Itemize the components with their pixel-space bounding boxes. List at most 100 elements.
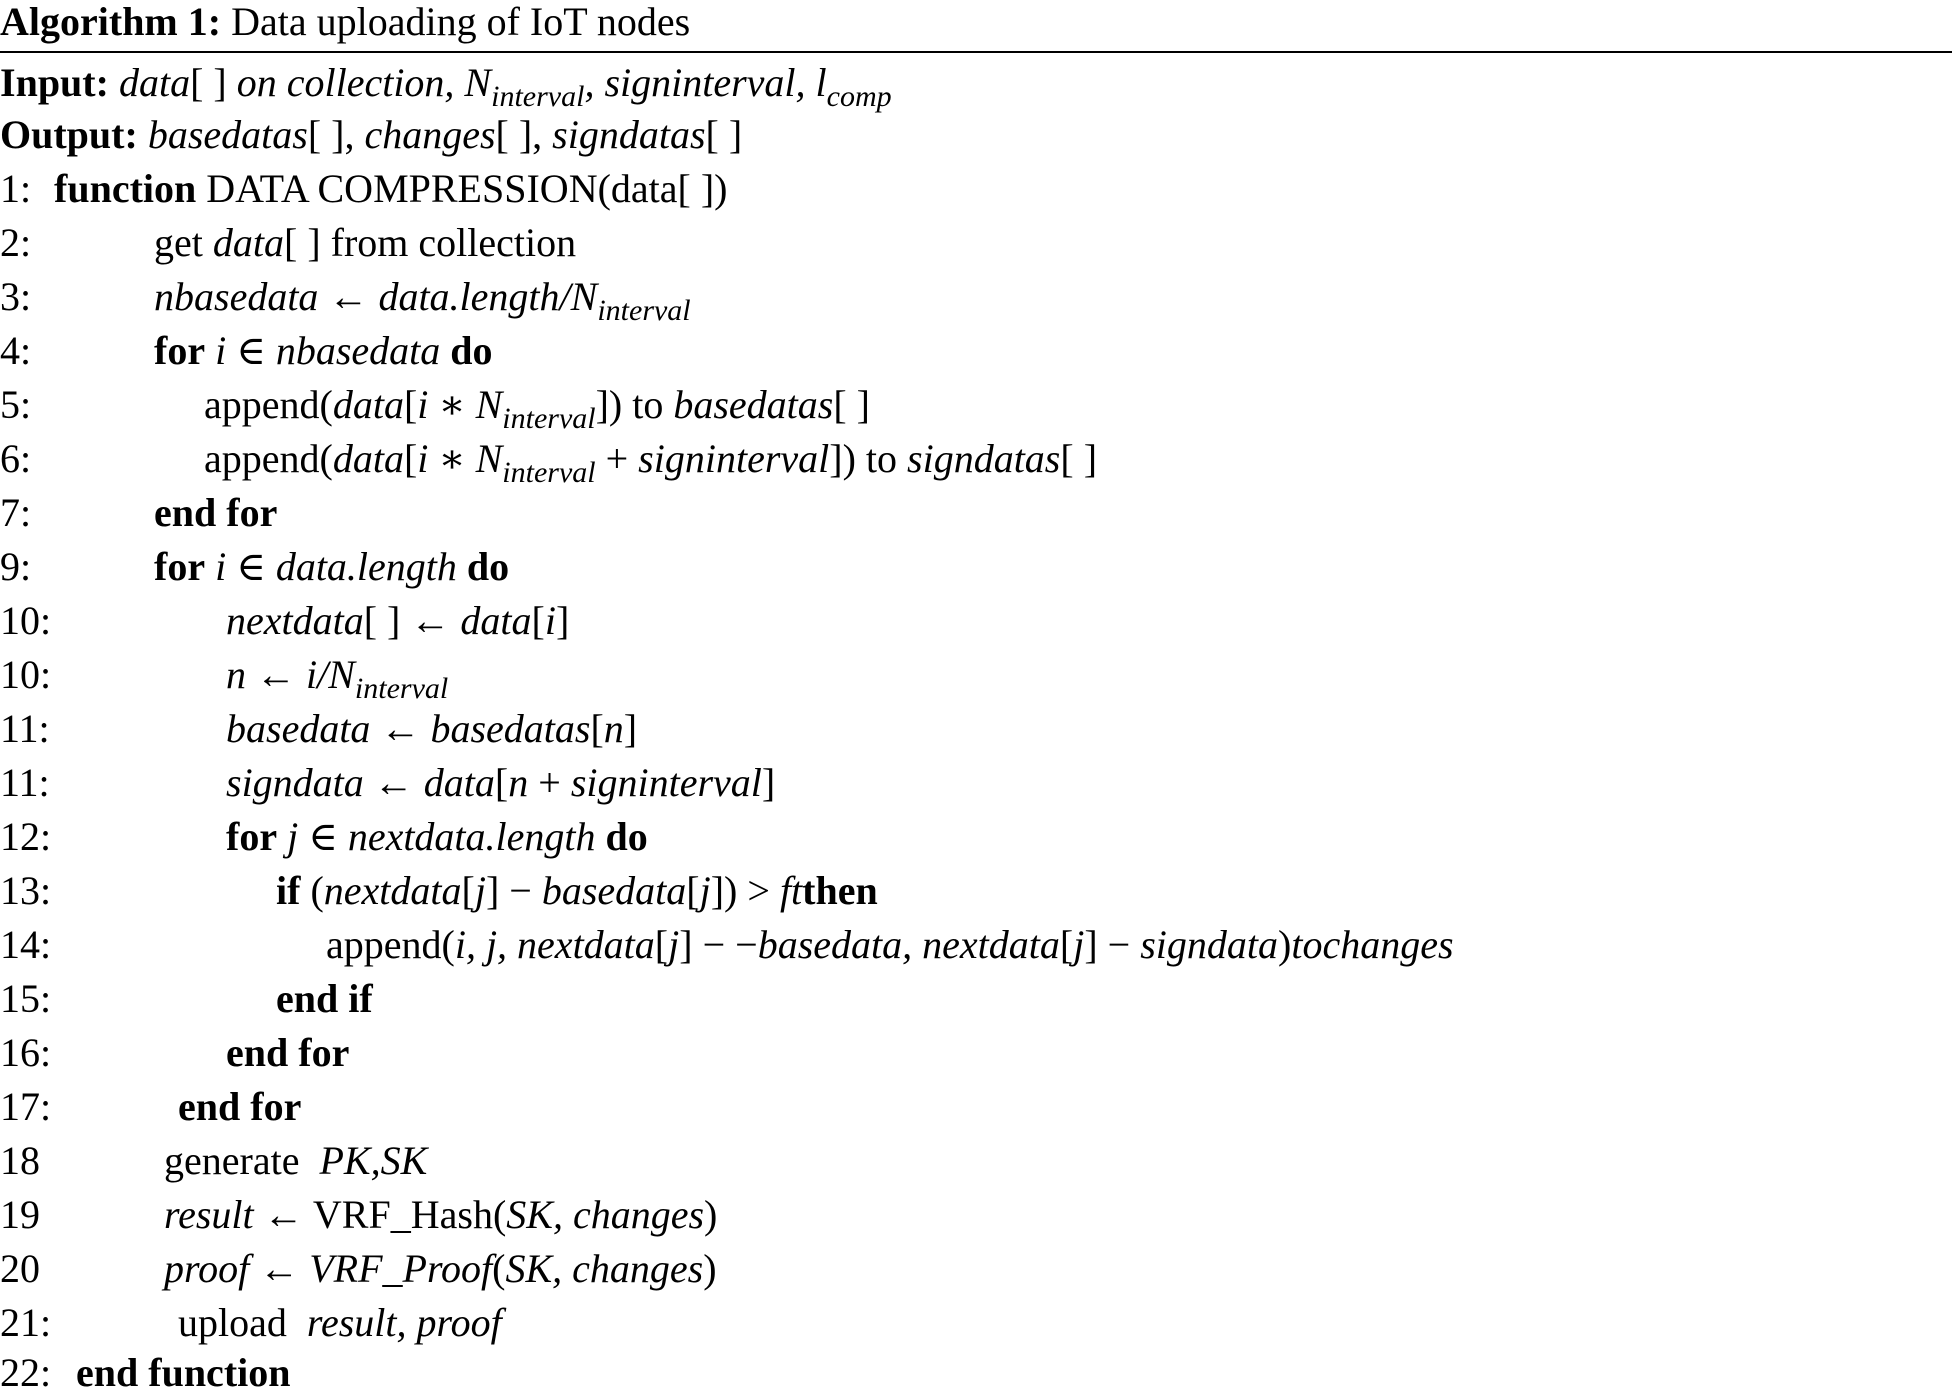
code-op: − bbox=[499, 868, 542, 913]
code-var: i/N bbox=[306, 652, 355, 697]
output-var-basedatas: basedatas bbox=[147, 112, 308, 157]
code-text: ] bbox=[485, 868, 500, 913]
code-var: j bbox=[668, 922, 680, 967]
input-var-n: on collection, N bbox=[236, 60, 492, 105]
code-text: [ bbox=[403, 436, 418, 481]
code-sub: interval bbox=[502, 456, 596, 489]
code-var: data bbox=[423, 760, 495, 805]
code-text: append( bbox=[326, 922, 455, 967]
code-text: [ bbox=[531, 598, 545, 643]
code-var: data bbox=[460, 598, 532, 643]
code-text: append( bbox=[204, 382, 333, 427]
code-text: ]) to bbox=[595, 382, 674, 427]
code-var: basedata bbox=[226, 706, 371, 751]
code-sub: interval bbox=[354, 672, 449, 705]
keyword: if bbox=[276, 868, 301, 913]
line-number: 1: bbox=[0, 166, 32, 211]
code-text: [ bbox=[403, 382, 418, 427]
code-text: ( bbox=[310, 868, 324, 913]
keyword: do bbox=[605, 814, 648, 859]
code-text: [ bbox=[494, 760, 509, 805]
code-text: ] bbox=[679, 922, 693, 967]
code-text: generate bbox=[164, 1138, 310, 1183]
keyword: for bbox=[226, 814, 278, 859]
code-text: [ ] bbox=[363, 598, 401, 643]
code-var: result, proof bbox=[306, 1300, 502, 1345]
code-var: data bbox=[332, 436, 404, 481]
line-number: 7: bbox=[0, 490, 32, 535]
keyword: do bbox=[466, 544, 510, 589]
output-var-signdatas: signdatas bbox=[552, 112, 706, 157]
code-text: [ ] from collection bbox=[284, 220, 577, 265]
code-op: − bbox=[1097, 922, 1141, 967]
code-var: j bbox=[1073, 922, 1085, 967]
code-var: n bbox=[508, 760, 529, 805]
code-text: [ bbox=[686, 868, 700, 913]
code-op: + bbox=[595, 436, 639, 481]
keyword: then bbox=[802, 868, 878, 913]
line-number: 18 bbox=[0, 1138, 40, 1183]
code-var: signinterval bbox=[638, 436, 830, 481]
line-number: 21: bbox=[0, 1300, 52, 1345]
code-var: i bbox=[544, 598, 556, 643]
code-text: [ bbox=[654, 922, 669, 967]
code-op: − − bbox=[692, 922, 758, 967]
code-sub: interval bbox=[597, 294, 691, 327]
code-var: i, j, nextdata bbox=[454, 922, 655, 967]
keyword: end for bbox=[226, 1030, 350, 1075]
code-var: j bbox=[287, 814, 299, 859]
code-var: basedata bbox=[541, 868, 687, 913]
code-var: data bbox=[332, 382, 404, 427]
output-var-changes: changes bbox=[364, 112, 496, 157]
output-text-1: [ ], bbox=[307, 112, 365, 157]
code-var: i bbox=[417, 382, 429, 427]
code-var: PK,SK bbox=[319, 1138, 428, 1183]
code-var: basedata, nextdata bbox=[757, 922, 1060, 967]
code-var: data bbox=[212, 220, 284, 265]
code-op: ← bbox=[400, 598, 461, 643]
code-text: [ ] bbox=[1060, 436, 1098, 481]
line-number: 17: bbox=[0, 1084, 52, 1129]
code-var: nbasedata bbox=[154, 274, 319, 319]
line-number: 2: bbox=[0, 220, 32, 265]
code-op: ∗ N bbox=[428, 436, 503, 481]
code-text: ] bbox=[623, 706, 638, 751]
line-number: 5: bbox=[0, 382, 32, 427]
code-var: signdata bbox=[226, 760, 364, 805]
code-op: ← bbox=[253, 1192, 313, 1237]
code-op: ← bbox=[370, 706, 431, 751]
code-text: ] bbox=[761, 760, 776, 805]
code-var: i bbox=[215, 328, 227, 373]
line-number: 4: bbox=[0, 328, 32, 373]
code-var: n bbox=[226, 652, 246, 697]
input-sub-interval: interval bbox=[491, 80, 585, 113]
function-signature: DATA COMPRESSION(data[ ]) bbox=[206, 166, 728, 211]
code-text: get bbox=[154, 220, 213, 265]
code-text: upload bbox=[178, 1300, 297, 1345]
code-var: SK, changes bbox=[505, 1246, 704, 1291]
code-var: n bbox=[603, 706, 624, 751]
keyword: end if bbox=[276, 976, 373, 1021]
line-number: 10: bbox=[0, 598, 52, 643]
code-var: j bbox=[474, 868, 486, 913]
code-text: append( bbox=[204, 436, 333, 481]
code-op: > bbox=[737, 868, 780, 913]
keyword: for bbox=[154, 328, 206, 373]
code-var: basedatas bbox=[430, 706, 591, 751]
code-var: data.length bbox=[275, 544, 457, 589]
code-var: signinterval bbox=[570, 760, 762, 805]
line-number: 3: bbox=[0, 274, 32, 319]
code-text: ] bbox=[555, 598, 570, 643]
input-var-signinterval: , signinterval, l bbox=[584, 60, 827, 105]
line-number: 13: bbox=[0, 868, 52, 913]
code-var: nextdata.length bbox=[347, 814, 596, 859]
line-number: 19 bbox=[0, 1192, 40, 1237]
input-sub-comp: comp bbox=[826, 80, 892, 113]
line-number: 9: bbox=[0, 544, 32, 589]
code-var: basedatas bbox=[673, 382, 834, 427]
code-var: nbasedata bbox=[275, 328, 441, 373]
code-op: + bbox=[528, 760, 571, 805]
output-text-2: [ ], bbox=[495, 112, 553, 157]
code-var: VRF_Proof bbox=[309, 1246, 493, 1291]
